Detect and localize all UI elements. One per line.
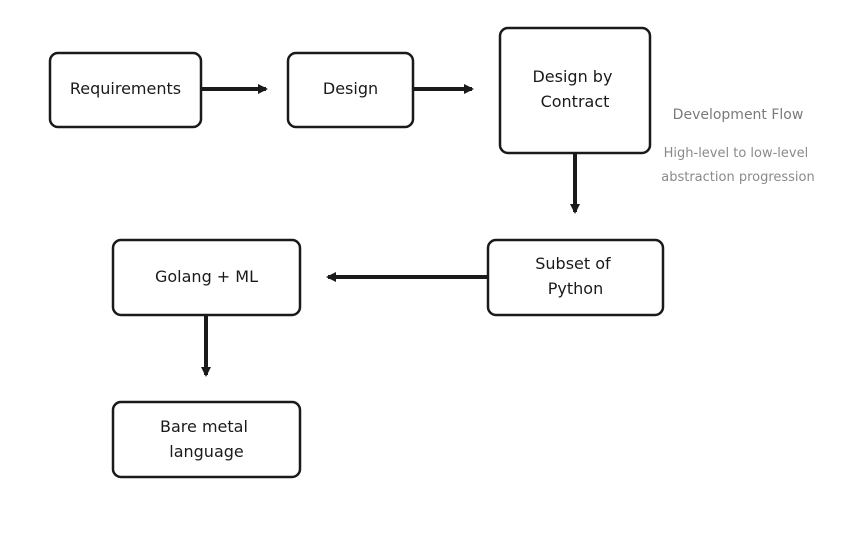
node-design-by-contract-box xyxy=(498,26,652,155)
node-requirements-box xyxy=(48,51,203,129)
node-bare-metal: Bare metal language xyxy=(111,400,302,479)
node-subset-python-label: Subset of Python xyxy=(535,254,616,298)
node-design-by-contract: Design by Contract xyxy=(498,26,652,155)
note-title: Development Flow xyxy=(673,107,804,123)
node-golang-ml-box xyxy=(111,238,302,317)
node-design: Design xyxy=(286,51,415,129)
node-design-label: Design xyxy=(323,79,378,98)
node-subset-python: Subset of Python xyxy=(486,238,665,317)
node-design-box xyxy=(286,51,415,129)
edges xyxy=(201,84,580,377)
node-requirements: Requirements xyxy=(48,51,203,129)
node-design-by-contract-label: Design by Contract xyxy=(532,67,617,111)
node-golang-ml: Golang + ML xyxy=(111,238,302,317)
node-bare-metal-label: Bare metal language xyxy=(160,417,253,461)
annotation-note: Development Flow High-level to low-level… xyxy=(661,107,815,185)
node-subset-python-box xyxy=(486,238,665,317)
node-bare-metal-box xyxy=(111,400,302,479)
node-golang-ml-label: Golang + ML xyxy=(155,267,258,286)
note-subtitle: High-level to low-level abstraction prog… xyxy=(661,146,815,185)
node-requirements-label: Requirements xyxy=(70,79,181,98)
